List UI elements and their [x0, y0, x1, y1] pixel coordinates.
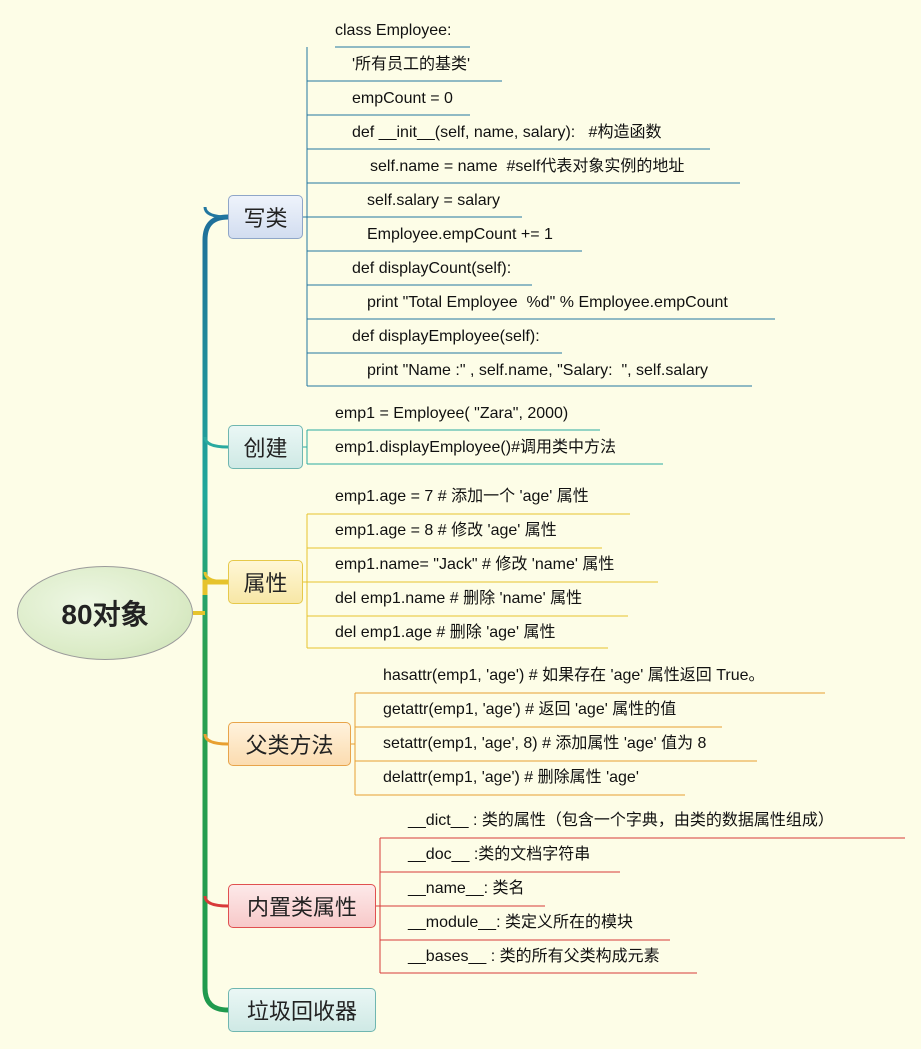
attr-segment: [202, 579, 228, 595]
leaf-attr-2: emp1.name= "Jack" # 修改 'name' 属性: [335, 556, 615, 573]
topic-builtin-attributes[interactable]: 内置类属性: [228, 884, 376, 928]
leaf-class-3: def __init__(self, name, salary): #构造函数: [352, 124, 662, 141]
leaf-class-2: empCount = 0: [352, 90, 453, 107]
leaf-create-0: emp1 = Employee( "Zara", 2000): [335, 405, 569, 422]
leaf-class-1: '所有员工的基类': [352, 56, 471, 73]
leaf-parent-0: hasattr(emp1, 'age') # 如果存在 'age' 属性返回 T…: [383, 667, 765, 684]
branch-stub-2: [203, 571, 229, 584]
leaf-class-9: def displayEmployee(self):: [352, 328, 540, 345]
leaf-class-6: Employee.empCount += 1: [367, 226, 553, 243]
branch-stub-4: [203, 895, 229, 908]
leaf-attr-3: del emp1.name # 删除 'name' 属性: [335, 590, 583, 607]
leaf-builtin-2: __name__: 类名: [408, 880, 525, 897]
topic-garbage-collector[interactable]: 垃圾回收器: [228, 988, 376, 1032]
leaf-class-7: def displayCount(self):: [352, 260, 512, 277]
topic-write-class[interactable]: 写类: [228, 195, 303, 239]
branch-stub-0: [203, 206, 229, 219]
topic-attributes[interactable]: 属性: [228, 560, 303, 604]
leaf-class-4: self.name = name #self代表对象实例的地址: [370, 158, 685, 175]
leaf-builtin-4: __bases__ : 类的所有父类构成元素: [408, 948, 660, 965]
leaf-attr-1: emp1.age = 8 # 修改 'age' 属性: [335, 522, 557, 539]
leaf-attr-0: emp1.age = 7 # 添加一个 'age' 属性: [335, 488, 589, 505]
branch-stub-3: [203, 733, 229, 746]
leaf-class-10: print "Name :" , self.name, "Salary: ", …: [367, 362, 709, 379]
leaf-builtin-3: __module__: 类定义所在的模块: [408, 914, 633, 931]
root-node[interactable]: 80对象: [17, 566, 193, 660]
leaf-parent-1: getattr(emp1, 'age') # 返回 'age' 属性的值: [383, 701, 677, 718]
leaf-parent-3: delattr(emp1, 'age') # 删除属性 'age': [383, 769, 639, 786]
leaf-builtin-0: __dict__ : 类的属性（包含一个字典，由类的数据属性组成）: [408, 812, 834, 829]
branch-stub-1: [203, 436, 229, 449]
leaf-class-0: class Employee:: [335, 22, 452, 39]
leaf-builtin-1: __doc__ :类的文档字符串: [408, 846, 591, 863]
leaf-class-8: print "Total Employee %d" % Employee.emp…: [367, 294, 728, 311]
leaf-class-5: self.salary = salary: [367, 192, 500, 209]
trunk-line: [202, 214, 231, 1013]
topic-parent-methods[interactable]: 父类方法: [228, 722, 351, 766]
leaf-parent-2: setattr(emp1, 'age', 8) # 添加属性 'age' 值为 …: [383, 735, 707, 752]
leaf-create-1: emp1.displayEmployee()#调用类中方法: [335, 439, 616, 456]
leaf-attr-4: del emp1.age # 删除 'age' 属性: [335, 624, 556, 641]
topic-create[interactable]: 创建: [228, 425, 303, 469]
